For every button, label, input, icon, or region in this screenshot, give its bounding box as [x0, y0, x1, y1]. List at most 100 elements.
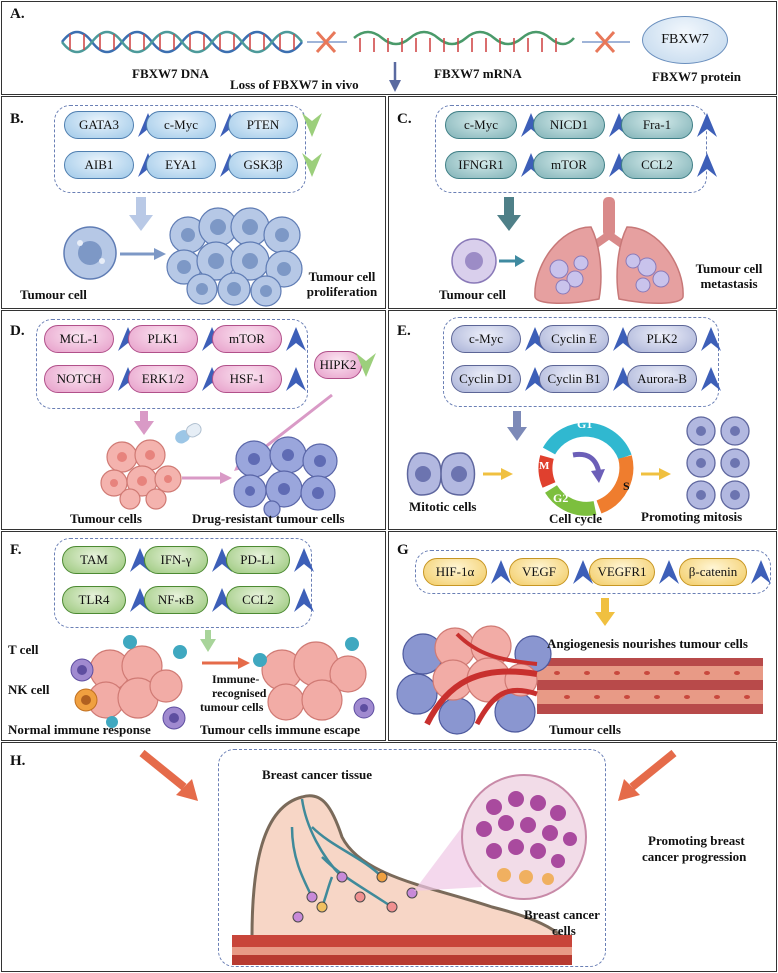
immune-escape-label: Tumour cells immune escape — [200, 722, 360, 737]
factor-label: mTOR — [229, 331, 265, 346]
panel-d: D. Tumour cells Drug-resistant tumour ce… — [1, 310, 386, 530]
factor-pill: CCL2 — [226, 586, 290, 614]
down-arrow-icon — [507, 411, 527, 441]
right-arrow-icon — [483, 468, 513, 480]
phase-g2: G2 — [553, 491, 569, 505]
factor-box — [415, 550, 771, 594]
factor-label: PLK2 — [646, 331, 678, 346]
factor-label: HIF-1α — [435, 564, 475, 579]
factor-box — [443, 317, 719, 407]
factor-pill: β-catenin — [679, 558, 747, 586]
down-arrow-icon — [389, 62, 401, 92]
mitosis-cells-icon — [686, 416, 750, 510]
cells-label-line2: cells — [552, 923, 576, 938]
panel-f: F. T cell NK cell Immune- recognised tum… — [1, 531, 386, 741]
factor-label: HIPK2 — [319, 357, 357, 372]
immune-recognised-line1: Immune- — [212, 672, 260, 686]
immune-response-icon — [70, 635, 187, 730]
factor-label: TAM — [80, 552, 108, 567]
right-arrow-icon — [120, 248, 166, 260]
factor-label: PTEN — [246, 117, 280, 132]
angiogenesis-label: Angiogenesis nourishes tumour cells — [547, 636, 748, 651]
up-arrow-icon — [701, 367, 721, 391]
down-arrow-icon — [595, 598, 615, 626]
up-arrow-icon — [573, 560, 593, 584]
down-arrow-icon — [302, 113, 322, 137]
panel-d-label: D. — [10, 323, 25, 339]
factor-label: PD-L1 — [240, 552, 276, 567]
outcome-line1: Promoting breast — [648, 833, 745, 848]
factor-pill: c-Myc — [146, 111, 216, 139]
factor-label: IFNGR1 — [458, 157, 504, 172]
down-arrow-icon — [200, 630, 216, 652]
factor-label: TLR4 — [78, 592, 110, 607]
dna-label: FBXW7 DNA — [132, 66, 209, 81]
orange-arrow-icon — [618, 749, 677, 801]
factor-pill: Cyclin D1 — [451, 365, 521, 393]
factor-pill: Cyclin B1 — [539, 365, 609, 393]
right-arrow-icon — [641, 468, 671, 480]
immune-recognised-line3: tumour cells — [200, 700, 264, 714]
up-arrow-icon — [751, 560, 771, 584]
panel-h: H. Breast cancer tissue Bre — [1, 742, 777, 972]
tumour-cell-cluster-icon — [166, 207, 303, 307]
panel-g: G Angiogenesis nourishes tumour cells Tu… — [388, 531, 777, 741]
nk-cell-label: NK cell — [8, 682, 50, 697]
factor-pill: NOTCH — [44, 365, 114, 393]
drug-resistant-cells-icon — [233, 436, 338, 518]
phase-m: M — [539, 460, 550, 472]
factor-label: IFN-γ — [160, 552, 192, 567]
factor-pill: GSK3β — [228, 151, 298, 179]
mitotic-cell-icon — [406, 452, 476, 496]
factor-label: NF-κB — [157, 592, 195, 607]
up-arrow-icon — [294, 548, 314, 572]
tumour-cell-icon — [63, 226, 117, 280]
panel-c-label: C. — [397, 111, 412, 127]
factor-label: MCL-1 — [59, 331, 99, 346]
normal-immune-label: Normal immune response — [8, 722, 151, 737]
factor-label: c-Myc — [464, 117, 498, 132]
factor-label: Cyclin E — [551, 331, 597, 346]
factor-label: GSK3β — [243, 157, 283, 172]
factor-pill: c-Myc — [451, 325, 521, 353]
factor-label: Aurora-B — [637, 371, 687, 386]
factor-pill: ERK1/2 — [128, 365, 198, 393]
up-arrow-icon — [491, 560, 511, 584]
factor-label: AIB1 — [84, 157, 114, 172]
protein-node-label: FBXW7 — [661, 32, 709, 47]
tumour-cells-label: Tumour cells — [70, 511, 142, 526]
outcome-line2: cancer progression — [642, 849, 747, 864]
panel-f-label: F. — [10, 542, 22, 558]
cell-cycle-diagram — [538, 422, 634, 516]
promoting-mitosis-label: Promoting mitosis — [641, 509, 743, 524]
factor-pill: IFN-γ — [144, 546, 208, 574]
phase-s: S — [623, 479, 630, 493]
factor-label: mTOR — [551, 157, 587, 172]
factor-pill: HSF-1 — [212, 365, 282, 393]
factor-pill: HIF-1α — [423, 558, 487, 586]
factor-pill: PLK1 — [128, 325, 198, 353]
up-arrow-icon — [659, 560, 679, 584]
factor-box — [54, 538, 312, 628]
factor-pill: AIB1 — [64, 151, 134, 179]
right-arrow-icon — [499, 255, 525, 267]
cells-label-line1: Breast cancer — [524, 907, 600, 922]
factor-label: Cyclin B1 — [547, 371, 601, 386]
phase-g1: G1 — [577, 417, 593, 431]
cell-cycle-label: Cell cycle — [549, 511, 603, 526]
factor-label: PLK1 — [147, 331, 179, 346]
factor-label: c-Myc — [469, 331, 503, 346]
fbxw7-protein-node: FBXW7 — [642, 16, 728, 64]
factor-label: β-catenin — [688, 564, 738, 579]
down-arrow-icon — [134, 411, 154, 435]
outcome-label: Tumour cell metastasis — [695, 261, 763, 291]
panel-e-label: E. — [397, 323, 411, 339]
drug-capsule-icon — [175, 423, 202, 444]
mitotic-cells-label: Mitotic cells — [409, 499, 477, 514]
factor-pill: EYA1 — [146, 151, 216, 179]
panel-c: C. Tumour cell Tumour cell metastasis c-… — [388, 96, 777, 309]
factor-pill: HIPK2 — [314, 351, 362, 379]
outcome-label: Tumour cell proliferation — [306, 269, 378, 299]
down-arrow-icon — [129, 197, 153, 231]
down-arrow-icon — [356, 353, 376, 377]
